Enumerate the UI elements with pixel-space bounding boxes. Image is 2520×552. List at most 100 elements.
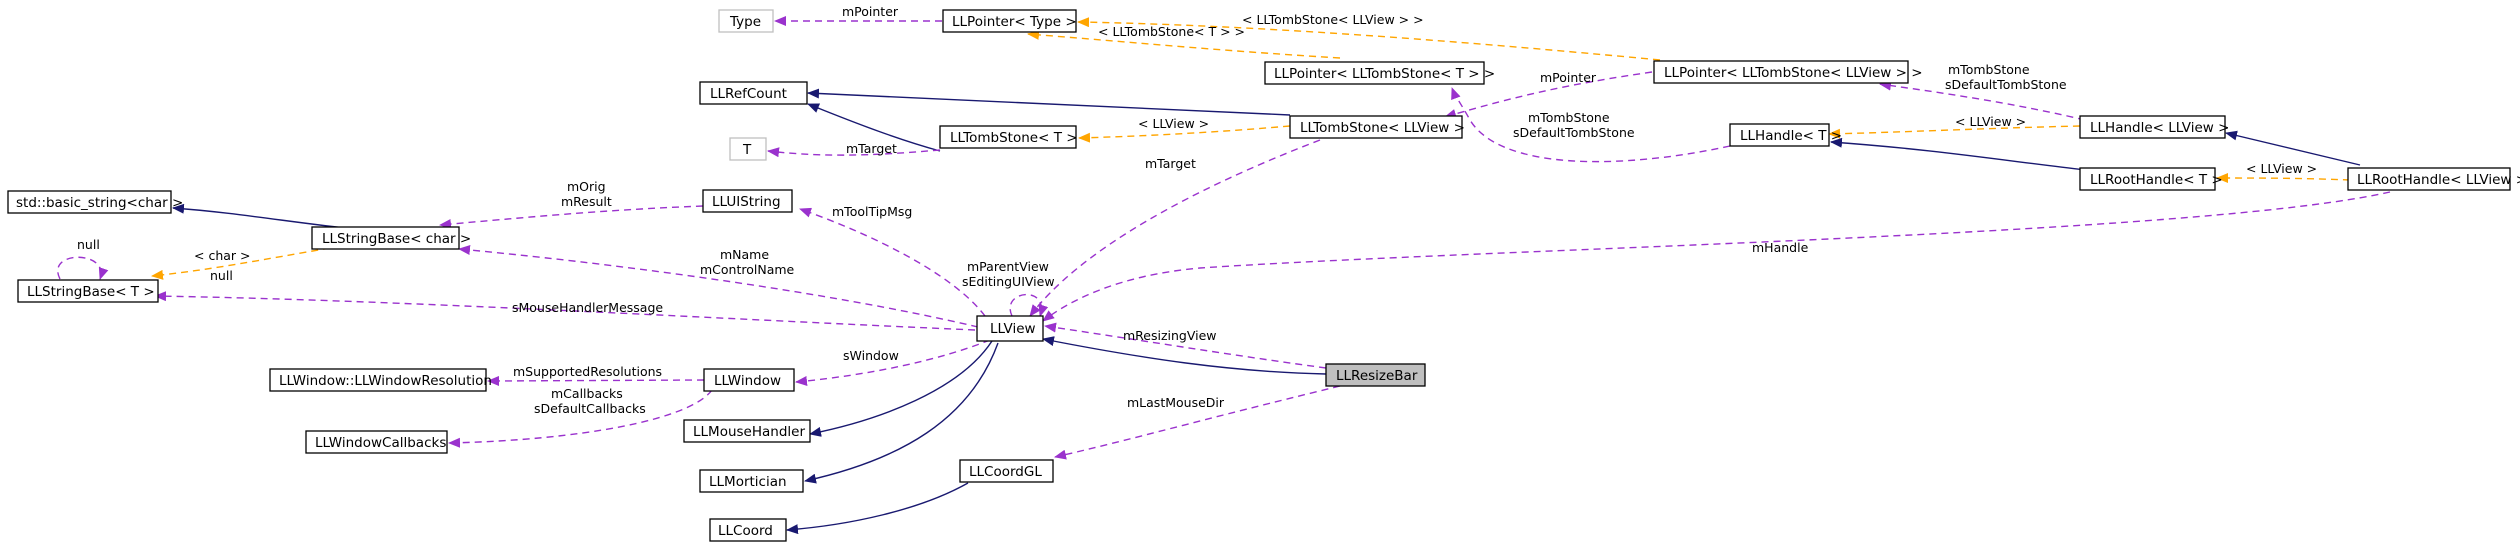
svg-text:LLWindowCallbacks: LLWindowCallbacks <box>315 435 446 451</box>
node-llcoordgl[interactable]: LLCoordGL <box>959 459 1054 483</box>
label-s-mouse-handler-message: sMouseHandlerMessage <box>512 300 663 315</box>
label-m-last-mouse-dir: mLastMouseDir <box>1127 395 1225 410</box>
node-lluistring[interactable]: LLUIString <box>702 189 793 213</box>
edge-llcoordgl-to-llcoord <box>786 482 969 535</box>
edge-lltombstone-t-to-t <box>767 147 941 158</box>
edge-llresizebar-to-llview <box>1042 336 1327 375</box>
node-llhandle-t[interactable]: LLHandle< T > <box>1729 123 1842 147</box>
edge-lltombstone-view-to-llrefcount <box>807 88 1291 116</box>
label-m-resizing-view: mResizingView <box>1123 328 1217 343</box>
edge-llroothandle-view-to-llview <box>1042 191 2391 322</box>
edge-llpointer-tomb-view-to-lltombstone-view <box>1444 71 1653 119</box>
svg-text:LLStringBase< T >: LLStringBase< T > <box>27 284 155 300</box>
label-m-pointer: mPointer <box>842 4 899 19</box>
edge-llhandle-t-to-llpointer-tomb-t <box>1451 87 1731 163</box>
label-m-target-2: mTarget <box>1145 156 1196 171</box>
svg-text:LLRootHandle< LLView >: LLRootHandle< LLView > <box>2357 172 2520 188</box>
edge-llroothandle-view-to-llhandle-view <box>2225 130 2361 166</box>
svg-text:T: T <box>742 142 752 158</box>
edge-llwindow-to-llwindowcallbacks <box>448 389 713 448</box>
node-llwindowcallbacks[interactable]: LLWindowCallbacks <box>305 430 448 454</box>
node-llwindow[interactable]: LLWindow <box>703 368 795 392</box>
edge-llpointer-tomb-t-to-llpointer-type <box>1027 29 1341 59</box>
svg-text:LLPointer< Type >: LLPointer< Type > <box>952 14 1077 30</box>
label-tmpl-llview-2: < LLView > <box>1955 114 2026 129</box>
svg-text:Type: Type <box>729 14 761 30</box>
label-m-pointer-2: mPointer <box>1540 70 1597 85</box>
edge-llstringbase-t-self <box>57 256 109 280</box>
label-tmpl-char: < char > <box>194 248 251 263</box>
svg-text:LLRootHandle< T >: LLRootHandle< T > <box>2090 172 2223 188</box>
svg-text:std::basic_string<char >: std::basic_string<char > <box>16 195 183 211</box>
node-llstringbase-char[interactable]: LLStringBase< char > <box>311 226 471 250</box>
node-t[interactable]: T <box>729 137 767 161</box>
label-tmpl-llview-1: < LLView > <box>1138 116 1209 131</box>
node-llview[interactable]: LLView <box>976 315 1044 342</box>
edge-llview-to-lluistring <box>799 207 986 317</box>
label-m-handle: mHandle <box>1752 240 1809 255</box>
label-m-result: mResult <box>561 194 612 209</box>
edge-llview-to-llmortician <box>804 342 999 484</box>
svg-text:LLHandle< T >: LLHandle< T > <box>1740 128 1842 144</box>
label-m-name: mName <box>720 247 769 262</box>
edge-llstringbase-char-to-std-string <box>172 203 346 229</box>
svg-text:LLRefCount: LLRefCount <box>710 86 787 102</box>
svg-text:LLView: LLView <box>990 321 1036 337</box>
node-llpointer-type[interactable]: LLPointer< Type > <box>942 9 1077 33</box>
node-llpointer-tombstone-llview[interactable]: LLPointer< LLTombStone< LLView > > <box>1653 60 1923 84</box>
edge-llroothandle-t-to-llhandle-t <box>1830 137 2086 171</box>
label-m-tombstone-1: mTombStone <box>1948 62 2030 77</box>
node-llpointer-tombstone-t[interactable]: LLPointer< LLTombStone< T > > <box>1264 61 1495 85</box>
node-llhandle-llview[interactable]: LLHandle< LLView > <box>2079 115 2229 139</box>
label-s-default-tombstone-2: sDefaultTombStone <box>1513 125 1635 140</box>
svg-text:LLMortician: LLMortician <box>709 474 787 490</box>
label-m-tooltip-msg: mToolTipMsg <box>832 204 912 219</box>
svg-text:LLStringBase< char >: LLStringBase< char > <box>322 231 471 247</box>
node-llcoord[interactable]: LLCoord <box>709 518 787 542</box>
node-type[interactable]: Type <box>718 9 774 33</box>
svg-text:LLWindow::LLWindowResolution: LLWindow::LLWindowResolution <box>279 373 492 389</box>
edge-llresizebar-to-llview <box>1044 322 1327 369</box>
node-llroothandle-llview[interactable]: LLRootHandle< LLView > <box>2347 167 2520 191</box>
label-m-tombstone-2: mTombStone <box>1528 110 1610 125</box>
node-llmortician[interactable]: LLMortician <box>699 469 804 493</box>
edge-labels: mPointer < LLTombStone< LLView > > < LLT… <box>77 4 2317 416</box>
node-std-basic-string[interactable]: std::basic_string<char > <box>7 190 183 214</box>
node-lltombstone-llview[interactable]: LLTombStone< LLView > <box>1289 115 1465 139</box>
edge-llwindow-to-llwindow-res <box>487 375 705 386</box>
svg-text:LLMouseHandler: LLMouseHandler <box>693 424 805 440</box>
label-m-control-name: mControlName <box>700 262 795 277</box>
svg-text:LLCoordGL: LLCoordGL <box>969 464 1042 480</box>
svg-text:LLWindow: LLWindow <box>714 373 781 389</box>
label-s-default-tombstone-1: sDefaultTombStone <box>1945 77 2067 92</box>
edge-llview-to-llwindow <box>795 339 991 386</box>
svg-text:LLHandle< LLView >: LLHandle< LLView > <box>2090 120 2229 136</box>
label-s-editing-ui-view: sEditingUIView <box>962 274 1055 289</box>
node-lltombstone-t[interactable]: LLTombStone< T > <box>939 125 1078 149</box>
label-m-orig: mOrig <box>567 179 606 194</box>
edge-llview-self <box>1009 293 1049 317</box>
edge-llhandle-view-to-llhandle-t <box>1828 125 2081 139</box>
edge-lluistring-to-llstringbase-char <box>439 205 704 230</box>
svg-text:LLTombStone< T >: LLTombStone< T > <box>950 130 1078 146</box>
label-m-parent-view: mParentView <box>967 259 1049 274</box>
svg-text:LLCoord: LLCoord <box>718 523 773 539</box>
node-llwindow-resolution[interactable]: LLWindow::LLWindowResolution <box>269 368 492 392</box>
svg-text:LLPointer< LLTombStone< T > >: LLPointer< LLTombStone< T > > <box>1274 66 1495 82</box>
edge-llresizebar-to-llcoordgl <box>1054 385 1341 460</box>
node-llmousehandler[interactable]: LLMouseHandler <box>683 419 811 443</box>
edge-llview-to-llmousehandler <box>809 340 993 437</box>
label-null-1: null <box>77 237 100 252</box>
label-m-supported-resolutions: mSupportedResolutions <box>513 364 662 379</box>
node-llstringbase-t[interactable]: LLStringBase< T > <box>17 279 159 303</box>
label-m-target-1: mTarget <box>846 141 897 156</box>
node-llroothandle-t[interactable]: LLRootHandle< T > <box>2079 167 2223 191</box>
label-null-2: null <box>210 268 233 283</box>
label-s-default-callbacks: sDefaultCallbacks <box>534 401 646 416</box>
label-tmpl-tomb-t: < LLTombStone< T > > <box>1098 24 1245 39</box>
edge-llview-to-llstringbase-char <box>458 245 979 328</box>
label-tmpl-llview-3: < LLView > <box>2246 161 2317 176</box>
node-llrefcount[interactable]: LLRefCount <box>699 81 808 105</box>
node-llresizebar[interactable]: LLResizeBar <box>1325 363 1426 387</box>
